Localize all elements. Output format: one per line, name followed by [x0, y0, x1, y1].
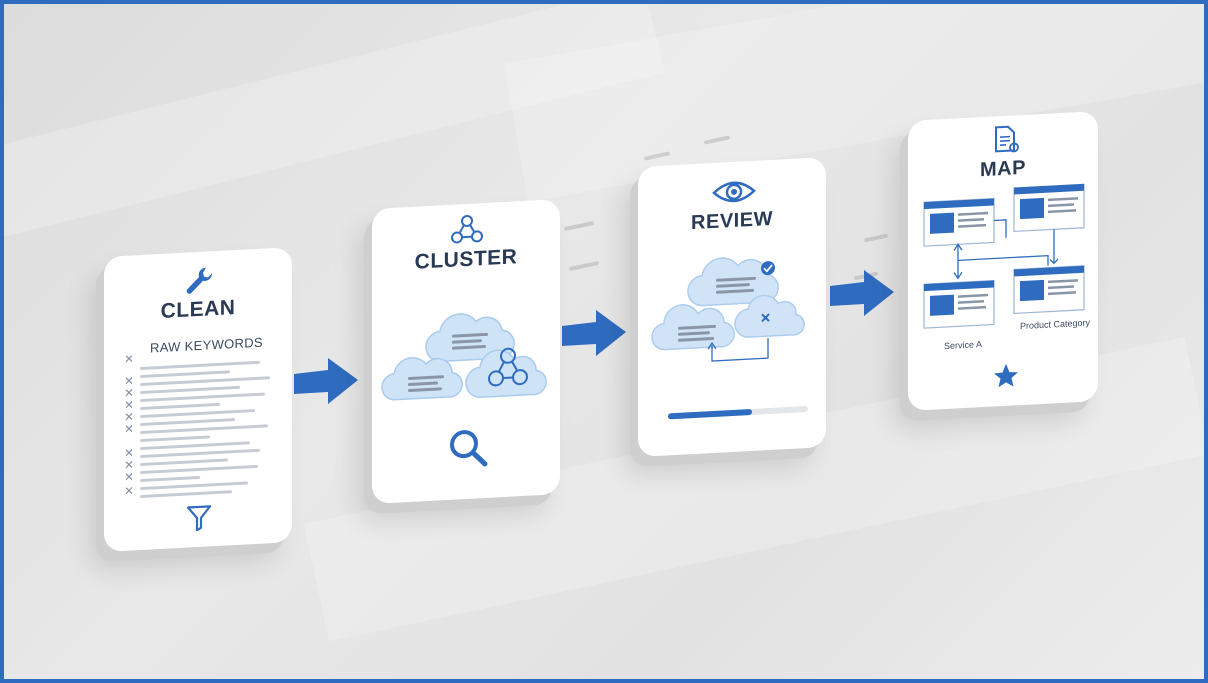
- map-label-service: Service A: [944, 339, 983, 352]
- site-map: [923, 183, 1085, 329]
- review-progress-track: [668, 406, 808, 420]
- page-thumbnail: [1013, 265, 1085, 315]
- page-thumbnail: [1013, 183, 1085, 233]
- wrench-icon: [186, 267, 213, 294]
- step-card-clean: CLEAN RAW KEYWORDS: [104, 247, 292, 552]
- network-icon: [451, 214, 483, 244]
- step-title: REVIEW: [691, 207, 773, 235]
- check-icon: [761, 261, 775, 276]
- magnifier-icon: [450, 430, 488, 467]
- background-dash: [563, 220, 595, 232]
- step-card-cluster: CLUSTER: [372, 199, 560, 504]
- review-progress-fill: [668, 408, 752, 420]
- background-dash: [863, 233, 889, 243]
- step-title: MAP: [980, 156, 1026, 182]
- flow-arrow: [562, 310, 626, 356]
- step-card-map: MAP: [908, 111, 1098, 411]
- star-icon: [994, 363, 1018, 388]
- page-thumbnail: [923, 197, 995, 247]
- step-card-review: REVIEW: [638, 157, 826, 457]
- step-title: CLUSTER: [414, 245, 518, 274]
- page-thumbnail: [923, 279, 995, 329]
- background-dash: [568, 260, 600, 272]
- step-title: CLEAN: [160, 296, 236, 323]
- map-connectors: [953, 219, 1059, 280]
- flow-arrow: [830, 270, 894, 316]
- document-icon: [995, 125, 1019, 153]
- review-clouds: [651, 257, 805, 362]
- flow-arrow: [294, 358, 358, 404]
- filter-icon: [186, 505, 212, 532]
- eye-icon: [712, 181, 756, 203]
- keyword-list: [125, 355, 270, 498]
- cluster-clouds: [381, 313, 547, 401]
